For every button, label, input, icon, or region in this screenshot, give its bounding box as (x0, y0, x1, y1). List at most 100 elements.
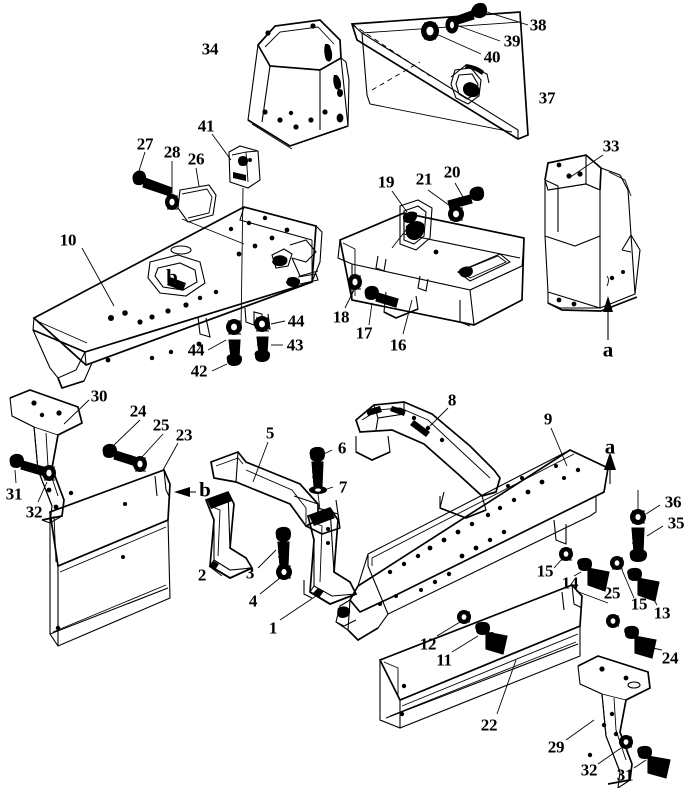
callout-number-40: 40 (483, 47, 501, 67)
leader-6 (323, 449, 333, 455)
callout-number-10: 10 (59, 230, 77, 250)
leader-26 (195, 167, 200, 187)
callout-number-32: 32 (580, 760, 598, 780)
callout-number-22: 22 (480, 715, 498, 735)
leader-24-right (647, 646, 663, 651)
callout-number-26: 26 (187, 149, 205, 169)
callout-number-8: 8 (447, 390, 457, 410)
part-11-bolt (475, 621, 508, 655)
part-25-nut-right (606, 614, 620, 628)
callout-number-33: 33 (602, 136, 620, 156)
leader-35 (646, 525, 664, 537)
part-18-nut (348, 274, 362, 290)
leader-39 (455, 24, 501, 42)
leader-31-bottom (633, 759, 647, 769)
leader-27 (137, 151, 146, 175)
part-28-nut (165, 194, 179, 210)
part-24-bolt-right (624, 625, 657, 659)
leader-4 (259, 577, 281, 595)
callout-number-27: 27 (136, 134, 154, 154)
part-10-frame-rail (32, 206, 323, 390)
mark-b-upper: b (166, 264, 178, 289)
part-14-bolt (577, 557, 610, 592)
mark-a-lower: a (604, 434, 616, 459)
callout-number-13: 13 (653, 603, 671, 623)
callout-number-9: 9 (543, 409, 553, 429)
part-39-washer (445, 16, 459, 34)
leader-5 (252, 441, 269, 483)
part-21-nut (448, 206, 464, 222)
part-44-nut-b (254, 316, 270, 332)
leader-17 (368, 302, 373, 326)
part-24-bolt (102, 443, 139, 467)
leader-20 (454, 182, 464, 198)
leader-41-drop (240, 187, 244, 331)
leader-21 (427, 189, 454, 209)
leader-44a (207, 339, 227, 351)
callout-number-25: 25 (603, 583, 621, 603)
part-12-nut (457, 610, 471, 624)
callout-number-32: 32 (25, 502, 43, 522)
leader-32-bottom (597, 747, 622, 765)
part-26-plate (177, 184, 217, 223)
part-15-nut-b (610, 556, 624, 570)
callout-number-35: 35 (667, 513, 685, 533)
leader-30 (63, 399, 90, 425)
part-17-bolt (364, 285, 399, 308)
leader-25-right (575, 590, 609, 604)
part-15-nut-a (559, 547, 573, 561)
leader-7-drop (317, 493, 321, 511)
part-33-bracket (544, 154, 641, 312)
callout-number-4: 4 (248, 591, 258, 611)
callout-number-21: 21 (415, 169, 433, 189)
callout-number-37: 37 (538, 88, 556, 108)
part-41-small-bracket (228, 145, 261, 189)
leader-36 (645, 504, 661, 515)
part-16-cross-member (337, 199, 525, 327)
callout-number-28: 28 (163, 142, 181, 162)
callout-number-30: 30 (90, 386, 108, 406)
section-arrow-b-lower (174, 487, 196, 497)
leader-41 (211, 133, 232, 161)
callout-number-11: 11 (436, 650, 452, 670)
leader-14 (573, 571, 582, 577)
callout-number-15: 15 (536, 561, 554, 581)
part-6-bolt (309, 446, 325, 487)
part-20-bolt (447, 186, 485, 210)
part-34-cowl-box (247, 19, 350, 150)
callout-number-34: 34 (201, 39, 219, 59)
leader-19b (391, 229, 407, 249)
callout-number-5: 5 (265, 423, 275, 443)
leader-11 (451, 635, 479, 653)
leader-1 (279, 595, 317, 621)
callout-number-3: 3 (245, 563, 255, 583)
leader-24 (112, 419, 141, 447)
leader-31-left (14, 469, 17, 484)
part-38-bolt (454, 2, 488, 25)
callout-number-15: 15 (630, 594, 648, 614)
leader-9 (550, 427, 568, 467)
section-arrow-a-lower (604, 452, 616, 484)
callout-number-14: 14 (561, 573, 579, 593)
callout-number-31: 31 (616, 765, 634, 785)
part-32-nut-left (42, 465, 56, 481)
callout-number-38: 38 (529, 15, 547, 35)
part-3-bolt (275, 526, 291, 567)
part-40-nut (421, 21, 439, 41)
callout-number-36: 36 (664, 492, 682, 512)
part-27-bolt (132, 170, 173, 197)
callout-number-17: 17 (355, 323, 373, 343)
part-36-nut (630, 509, 646, 525)
callout-number-18: 18 (332, 307, 350, 327)
part-29-bracket (577, 655, 651, 788)
callout-number-24: 24 (129, 401, 147, 421)
callout-number-7: 7 (338, 477, 348, 497)
part-32-nut-bottom (619, 735, 633, 749)
leader-16 (402, 299, 413, 335)
leader-29 (565, 719, 595, 741)
part-7-washer (309, 486, 327, 494)
part-44-nut-a (226, 319, 242, 335)
leader-26b (181, 218, 245, 245)
leader-15b (621, 569, 635, 599)
